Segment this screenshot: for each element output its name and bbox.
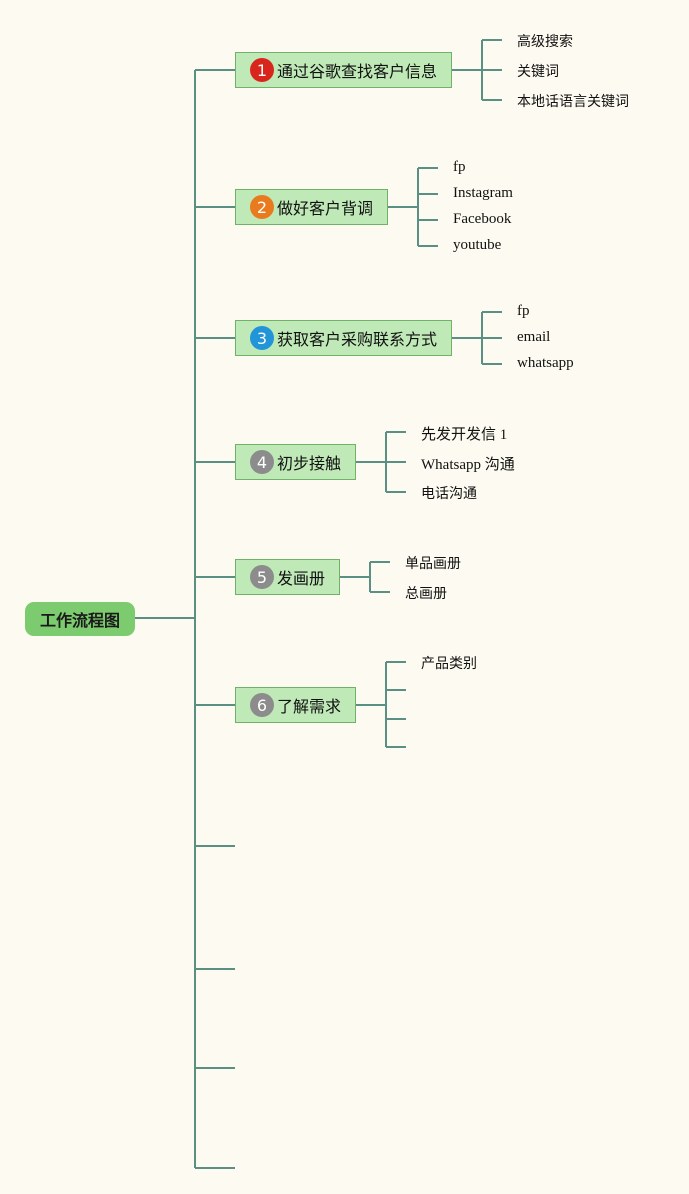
branch-2-label: 做好客户背调 <box>277 199 374 218</box>
branch-1-leaf-lines <box>452 39 502 101</box>
leaf-advanced-search[interactable]: 高级搜索 <box>514 31 576 51</box>
number-5-icon: 5 <box>250 565 274 589</box>
number-1-icon: 1 <box>250 58 274 82</box>
branch-2-node[interactable]: 2 做好客户背调 <box>235 189 389 225</box>
leaf-local-language-keywords[interactable]: 本地话语言关键词 <box>514 91 632 111</box>
leaf-general-album[interactable]: 总画册 <box>402 583 450 603</box>
number-6-icon: 6 <box>250 693 274 717</box>
branch-1-label: 通过谷歌查找客户信息 <box>277 62 438 81</box>
leaf-single-product-album[interactable]: 单品画册 <box>402 553 464 573</box>
leaf-product-category[interactable]: 产品类别 <box>418 653 480 673</box>
leaf-whatsapp-communication[interactable]: Whatsapp 沟通 <box>418 453 518 474</box>
number-3-icon: 3 <box>250 326 274 350</box>
leaf-fp[interactable]: fp <box>450 159 469 176</box>
leaf-instagram[interactable]: Instagram <box>450 185 516 202</box>
leaf-youtube[interactable]: youtube <box>450 237 505 254</box>
leaf-fp[interactable]: fp <box>514 303 533 320</box>
leaf-whatsapp[interactable]: whatsapp <box>514 355 577 372</box>
branch-2-leaf-lines <box>388 167 438 247</box>
branch-1-node[interactable]: 1 通过谷歌查找客户信息 <box>235 52 453 88</box>
branch-3-node[interactable]: 3 获取客户采购联系方式 <box>235 320 453 356</box>
branch-5-label: 发画册 <box>277 569 326 588</box>
leaf-phone-communication[interactable]: 电话沟通 <box>418 483 480 503</box>
number-4-icon: 4 <box>250 450 274 474</box>
leaf-first-dev-letter[interactable]: 先发开发信 1 <box>418 423 511 444</box>
branch-5-node[interactable]: 5 发画册 <box>235 559 341 595</box>
branch-4-leaf-lines <box>356 431 406 493</box>
branch-3-label: 获取客户采购联系方式 <box>277 330 438 349</box>
branch-4-node[interactable]: 4 初步接触 <box>235 444 357 480</box>
root-node[interactable]: 工作流程图 <box>25 602 135 636</box>
branch-3-leaf-lines <box>452 311 502 365</box>
branch-6-label: 了解需求 <box>277 697 342 716</box>
leaf-facebook[interactable]: Facebook <box>450 211 515 228</box>
leaf-email[interactable]: email <box>514 329 554 346</box>
branch-5-leaf-lines <box>340 561 390 593</box>
leaf-keywords[interactable]: 关键词 <box>514 61 562 81</box>
number-2-icon: 2 <box>250 195 274 219</box>
branch-6-leaf-lines <box>356 661 406 748</box>
branch-6-node[interactable]: 6 了解需求 <box>235 687 357 723</box>
branch-4-label: 初步接触 <box>277 454 342 473</box>
